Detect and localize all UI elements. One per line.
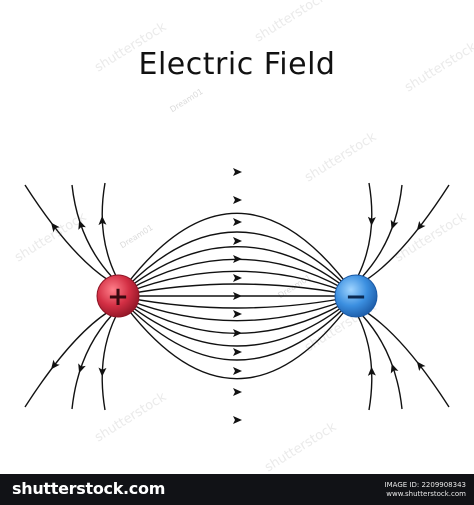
- field-arrow: [233, 168, 242, 176]
- field-arrow: [233, 367, 242, 375]
- field-line: [71, 184, 113, 278]
- field-arrow: [416, 361, 426, 372]
- field-arrow: [390, 219, 399, 230]
- field-arrow: [233, 388, 242, 396]
- field-line: [117, 246, 357, 297]
- field-arrow: [233, 196, 242, 204]
- field-line: [117, 295, 357, 309]
- field-line: [117, 295, 357, 361]
- field-line: [117, 283, 357, 297]
- field-line: [117, 295, 357, 380]
- image-id: IMAGE ID: 2209908343: [384, 481, 466, 489]
- site-url: www.shutterstock.com: [386, 490, 466, 498]
- field-line: [117, 231, 357, 297]
- field-line: [365, 311, 450, 408]
- field-arrow: [233, 274, 242, 282]
- field-arrow: [233, 310, 242, 318]
- field-arrow: [51, 359, 60, 370]
- positive-symbol: +: [107, 282, 129, 312]
- field-arrow: [78, 220, 86, 230]
- field-line: [101, 182, 117, 277]
- field-arrow: [233, 237, 242, 245]
- field-line: [24, 311, 109, 408]
- field-arrow: [367, 216, 376, 226]
- field-line: [361, 184, 403, 278]
- diagram-title: Electric Field: [138, 47, 336, 82]
- positive-charge-circle: [96, 274, 140, 318]
- brand-logo: shutterstock.com: [12, 479, 166, 498]
- field-arrow: [416, 220, 426, 231]
- field-line: [117, 295, 357, 322]
- field-arrow: [51, 222, 60, 233]
- field-arrow: [233, 348, 242, 356]
- field-arrow: [98, 367, 107, 377]
- field-line: [357, 182, 373, 277]
- electric-field-diagram: + −: [24, 168, 450, 424]
- positive-charge: +: [96, 274, 140, 318]
- field-arrow: [98, 215, 107, 226]
- field-line: [365, 184, 450, 281]
- field-arrow: [233, 329, 242, 337]
- field-line: [101, 315, 117, 411]
- negative-charge-circle: [334, 274, 378, 318]
- negative-charge: −: [334, 274, 378, 318]
- field-line: [117, 270, 357, 297]
- field-arrow: [78, 363, 86, 374]
- field-arrow: [233, 255, 242, 263]
- field-arrow: [367, 366, 376, 376]
- footer-bar: shutterstock.com IMAGE ID: 2209908343 ww…: [0, 474, 474, 505]
- field-line: [71, 314, 113, 410]
- image-meta: IMAGE ID: 2209908343 www.shutterstock.co…: [385, 481, 466, 499]
- field-arrow: [233, 292, 242, 300]
- field-line: [361, 314, 403, 410]
- field-line: [24, 184, 109, 281]
- negative-symbol: −: [345, 282, 367, 312]
- field-arrow: [233, 218, 242, 226]
- field-line: [117, 212, 357, 297]
- field-arrow: [390, 363, 399, 374]
- field-line: [117, 295, 357, 347]
- field-line: [357, 315, 373, 411]
- field-arrows: [51, 168, 426, 424]
- field-arrow: [233, 416, 242, 424]
